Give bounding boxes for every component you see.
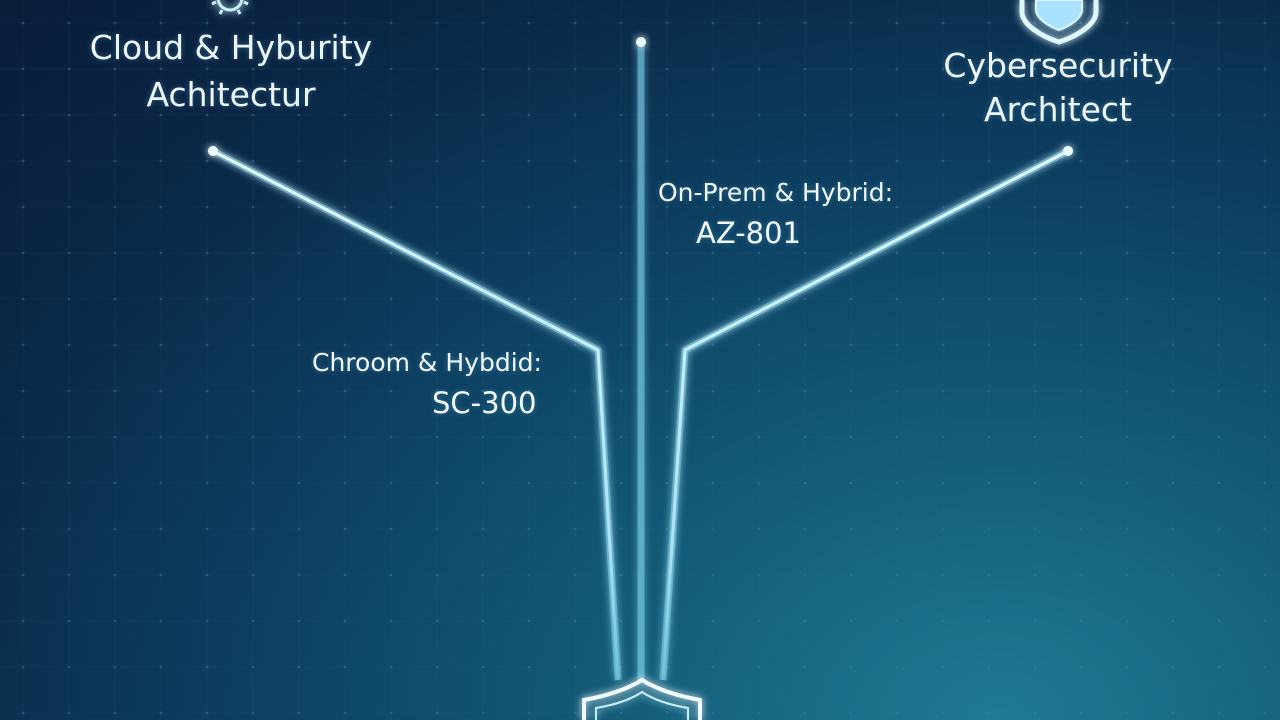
node-title-line1: Cloud & Hyburity [89, 28, 373, 67]
left-path-label: Chroom & Hybdid: [312, 348, 542, 377]
gear-icon [211, 0, 249, 15]
node-cybersecurity-architect: Cybersecurity Architect [918, 44, 1198, 132]
shield-icon [582, 677, 702, 720]
center-path-code: AZ-801 [696, 216, 802, 250]
node-title-line2: Achitectur [146, 75, 316, 114]
center-path-line [636, 37, 646, 680]
node-title-line1: Cybersecurity [943, 46, 1173, 85]
left-path-code: SC-300 [432, 386, 537, 420]
node-title-line2: Architect [984, 90, 1132, 129]
center-path-label: On-Prem & Hybrid: [658, 178, 894, 207]
shield-icon [1019, 0, 1099, 45]
right-path-line [659, 146, 1073, 681]
node-cloud-hybrid-architect: Cloud & Hyburity Achitectur [66, 24, 396, 118]
left-path-line [208, 146, 622, 681]
